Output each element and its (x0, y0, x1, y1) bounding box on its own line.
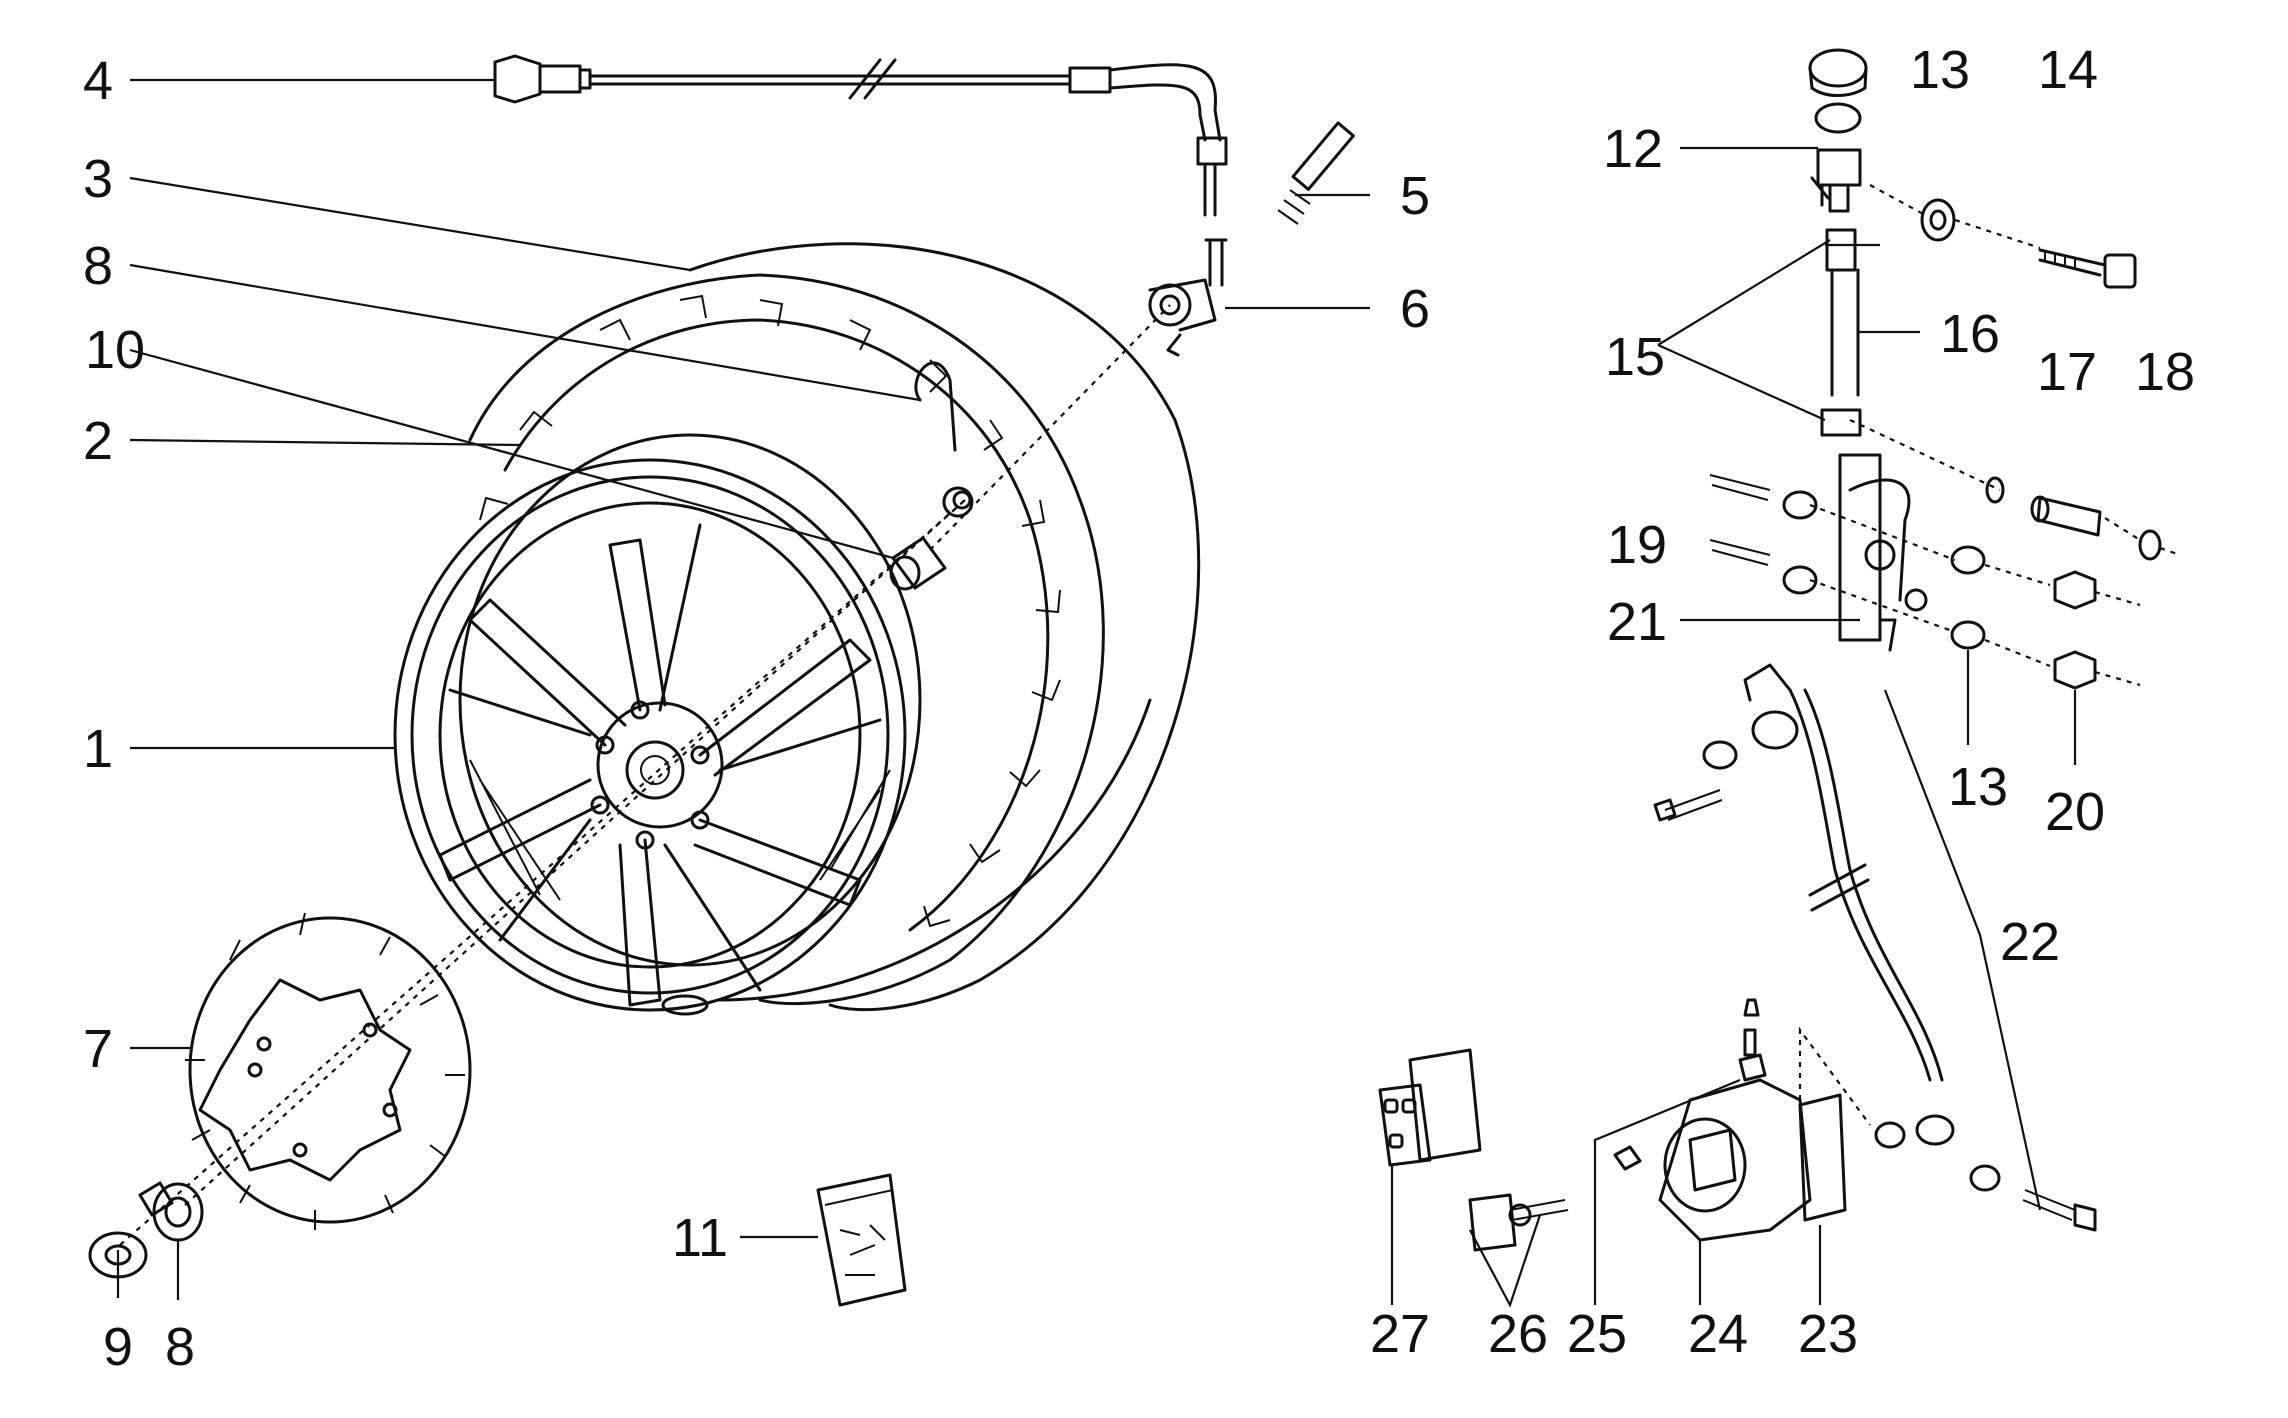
callout-25: 25 (1567, 1304, 1627, 1364)
speedo-drive-6 (1148, 238, 1228, 357)
callout-8-bottom: 8 (165, 1317, 195, 1377)
callout-23: 23 (1798, 1304, 1858, 1364)
callout-22: 22 (2000, 912, 2060, 972)
callout-20: 20 (2045, 782, 2105, 842)
callout-12: 12 (1603, 119, 1663, 179)
callout-8-top: 8 (83, 236, 113, 296)
bearing-and-spacer (88, 1182, 204, 1279)
callout-labels: 4 3 8 10 2 1 7 9 8 5 6 11 12 13 14 15 16… (83, 40, 2195, 1377)
brake-disc (138, 912, 472, 1230)
nuts-20-washers-13 (1950, 545, 2097, 690)
callout-10: 10 (85, 320, 145, 380)
callout-7: 7 (83, 1019, 113, 1079)
callout-15: 15 (1605, 327, 1665, 387)
pad-plate-23 (1798, 1093, 1847, 1222)
callout-9: 9 (103, 1317, 133, 1377)
pin-17-clip-18 (1985, 476, 2162, 561)
callout-3: 3 (83, 149, 113, 209)
callout-6: 6 (1400, 279, 1430, 339)
brake-pads-27 (1378, 1048, 1482, 1167)
callout-21: 21 (1607, 592, 1667, 652)
callout-14: 14 (2038, 40, 2098, 100)
valve-and-spacer (889, 361, 974, 591)
callout-5: 5 (1400, 166, 1430, 226)
shaft-5 (1277, 121, 1355, 225)
callout-13-bottom: 13 (1948, 757, 2008, 817)
washer-13-top (1920, 198, 1956, 242)
callout-27: 27 (1370, 1304, 1430, 1364)
callout-2: 2 (83, 411, 113, 471)
wheel-rim (393, 433, 922, 1016)
screw-kit-bag (816, 1173, 907, 1307)
callout-16: 16 (1940, 304, 2000, 364)
pad-pin-26 (1468, 1193, 1569, 1252)
tyre (468, 242, 1201, 1012)
callout-26: 26 (1488, 1304, 1548, 1364)
master-cylinder (1808, 48, 1928, 652)
callout-24: 24 (1688, 1304, 1748, 1364)
bolt-14 (2038, 248, 2137, 289)
leader-lines (116, 78, 2077, 1308)
callout-11: 11 (672, 1208, 728, 1268)
callout-18: 18 (2135, 342, 2195, 402)
brake-hose (1653, 663, 2097, 1232)
assembly-lines (119, 184, 2181, 1246)
speedometer-cable (493, 54, 1228, 217)
bolts-19 (1709, 474, 1818, 595)
callout-1: 1 (83, 719, 113, 779)
callout-13-top: 13 (1910, 40, 1970, 100)
callout-17: 17 (2037, 342, 2097, 402)
callout-19: 19 (1607, 515, 1667, 575)
brake-caliper (1613, 998, 1812, 1242)
callout-4: 4 (83, 51, 113, 111)
